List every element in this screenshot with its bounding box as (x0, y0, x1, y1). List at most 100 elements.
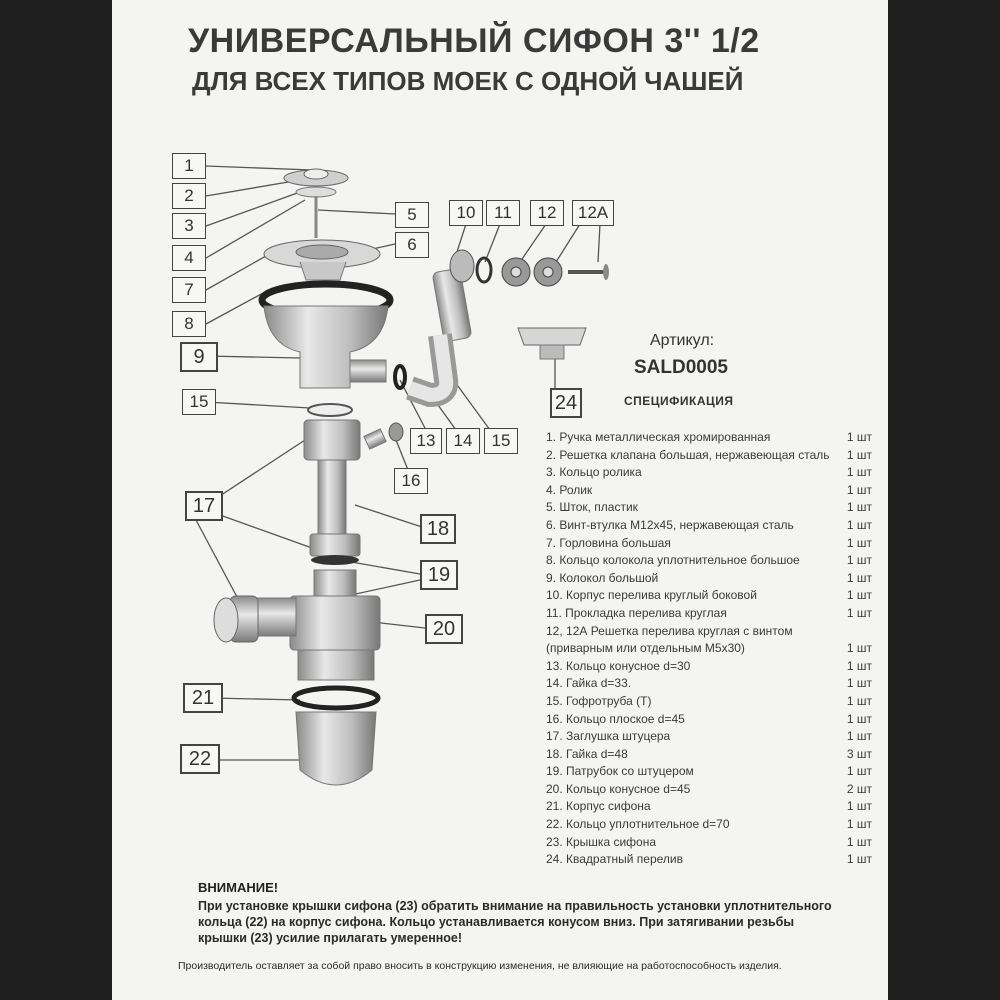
spec-item-name: 21. Корпус сифона (546, 799, 651, 814)
spec-item-name: 16. Кольцо плоское d=45 (546, 711, 685, 726)
spec-item-qty: 1 шт (846, 482, 872, 497)
spec-item: 8. Кольцо колокола уплотнительное большо… (546, 552, 872, 570)
spec-item-qty: 1 шт (846, 605, 872, 620)
spec-item-name: 17. Заглушка штуцера (546, 729, 671, 744)
spec-item-name: 3. Кольцо ролика (546, 465, 642, 480)
spec-item-name: 18. Гайка d=48 (546, 746, 628, 761)
spec-item: 20. Кольцо конусное d=45 2 шт (546, 781, 872, 799)
spec-item-qty: 1 шт (846, 834, 872, 849)
instruction-sheet (112, 0, 888, 1000)
spec-item-qty: 1 шт (846, 641, 872, 656)
spec-item: 11. Прокладка перелива круглая 1 шт (546, 605, 872, 623)
callout-3: 3 (172, 213, 206, 239)
callout-17: 16 (394, 468, 428, 494)
spec-item: 13. Кольцо конусное d=30 1 шт (546, 658, 872, 676)
spec-item: (приварным или отдельным M5х30) 1 шт (546, 640, 872, 658)
spec-item-qty: 1 шт (846, 693, 872, 708)
notice-title: ВНИМАНИЕ! (198, 880, 279, 895)
spec-item-name: 2. Решетка клапана большая, нержавеющая … (546, 447, 830, 462)
callout-8: 8 (172, 311, 206, 337)
callout-23: 22 (180, 744, 220, 774)
spec-item-qty: 1 шт (846, 676, 872, 691)
spec-item: 9. Колокол большой 1 шт (546, 570, 872, 588)
callout-1: 1 (172, 153, 206, 179)
spec-item-qty: 1 шт (846, 729, 872, 744)
spec-item: 6. Винт-втулка M12х45, нержавеющая сталь… (546, 517, 872, 535)
spec-item-qty: 1 шт (846, 570, 872, 585)
spec-item-qty: 1 шт (846, 588, 872, 603)
spec-item-qty: 1 шт (846, 553, 872, 568)
spec-item: 2. Решетка клапана большая, нержавеющая … (546, 447, 872, 465)
spec-item-qty: 1 шт (846, 817, 872, 832)
spec-item-name: 20. Кольцо конусное d=45 (546, 781, 691, 796)
spec-item-qty: 1 шт (846, 447, 872, 462)
spec-item-qty: 1 шт (846, 535, 872, 550)
notice-text: При установке крышки сифона (23) обратит… (198, 899, 832, 945)
callout-6: 6 (395, 232, 429, 258)
title-line-1: УНИВЕРСАЛЬНЫЙ СИФОН 3'' 1/2 (188, 22, 760, 60)
spec-item-qty: 1 шт (846, 500, 872, 515)
article-code: SALD0005 (634, 357, 728, 378)
spec-item: 4. Ролик 1 шт (546, 482, 872, 500)
callout-13: 13 (410, 428, 442, 454)
title-line-2: ДЛЯ ВСЕХ ТИПОВ МОЕК С ОДНОЙ ЧАШЕЙ (192, 66, 744, 96)
spec-item-qty: 2 шт (846, 781, 872, 796)
spec-item-qty: 1 шт (846, 711, 872, 726)
callout-16: 15 (182, 389, 216, 415)
callout-20: 19 (420, 560, 458, 590)
spec-item-name: 13. Кольцо конусное d=30 (546, 658, 691, 673)
spec-item-qty: 1 шт (846, 799, 872, 814)
spec-item-name: 11. Прокладка перелива круглая (546, 605, 727, 620)
spec-item: 5. Шток, пластик 1 шт (546, 499, 872, 517)
spec-item: 16. Кольцо плоское d=45 1 шт (546, 711, 872, 729)
spec-item: 18. Гайка d=48 3 шт (546, 746, 872, 764)
spec-item-name: (приварным или отдельным M5х30) (546, 641, 745, 656)
spec-item-name: 9. Колокол большой (546, 570, 659, 585)
spec-item: 21. Корпус сифона 1 шт (546, 798, 872, 816)
spec-item-qty: 1 шт (846, 852, 872, 867)
spec-item-name: 12, 12А Решетка перелива круглая с винто… (546, 623, 793, 638)
spec-item-name: 5. Шток, пластик (546, 500, 638, 515)
spec-item-name: 24. Квадратный перелив (546, 852, 683, 867)
article-label: Артикул: (650, 332, 715, 349)
callout-12: 12 (530, 200, 564, 226)
callout-7: 7 (172, 277, 206, 303)
spec-item-name: 14. Гайка d=33. (546, 676, 632, 691)
spec-item-name: 10. Корпус перелива круглый боковой (546, 588, 757, 603)
spec-item-qty: 1 шт (846, 517, 872, 532)
spec-item-name: 8. Кольцо колокола уплотнительное большо… (546, 553, 800, 568)
spec-item: 10. Корпус перелива круглый боковой 1 шт (546, 587, 872, 605)
callout-14: 14 (446, 428, 480, 454)
callout-24: 24 (550, 388, 582, 418)
callout-9: 9 (180, 342, 218, 372)
callout-12a: 12A (572, 200, 614, 226)
spec-item-qty: 1 шт (846, 430, 872, 444)
callout-18: 17 (185, 491, 223, 521)
callout-2: 2 (172, 183, 206, 209)
spec-item-name: 19. Патрубок со штуцером (546, 764, 694, 779)
spec-item: 12, 12А Решетка перелива круглая с винто… (546, 623, 872, 641)
callout-21: 20 (425, 614, 463, 644)
spec-item: 24. Квадратный перелив 1 шт (546, 851, 872, 869)
spec-item-qty: 3 шт (846, 746, 872, 761)
callout-22: 21 (183, 683, 223, 713)
callout-11: 11 (486, 200, 520, 226)
spec-item-name: 23. Крышка сифона (546, 834, 657, 849)
spec-item: 14. Гайка d=33. 1 шт (546, 675, 872, 693)
spec-item: 17. Заглушка штуцера 1 шт (546, 728, 872, 746)
spec-item-name: 15. Гофротруба (Т) (546, 693, 652, 708)
spec-item-name: 4. Ролик (546, 482, 593, 497)
spec-list: 1. Ручка металлическая хромированная 1 шт… (546, 429, 872, 869)
spec-item-name: 6. Винт-втулка M12х45, нержавеющая сталь (546, 517, 794, 532)
spec-item-name: 1. Ручка металлическая хромированная (546, 430, 771, 444)
spec-item-name: 7. Горловина большая (546, 535, 671, 550)
footer-disclaimer: Производитель оставляет за собой право в… (178, 960, 782, 972)
callout-4: 4 (172, 245, 206, 271)
spec-item-qty: 1 шт (846, 658, 872, 673)
spec-item: 23. Крышка сифона 1 шт (546, 834, 872, 852)
callout-19: 18 (420, 514, 456, 544)
